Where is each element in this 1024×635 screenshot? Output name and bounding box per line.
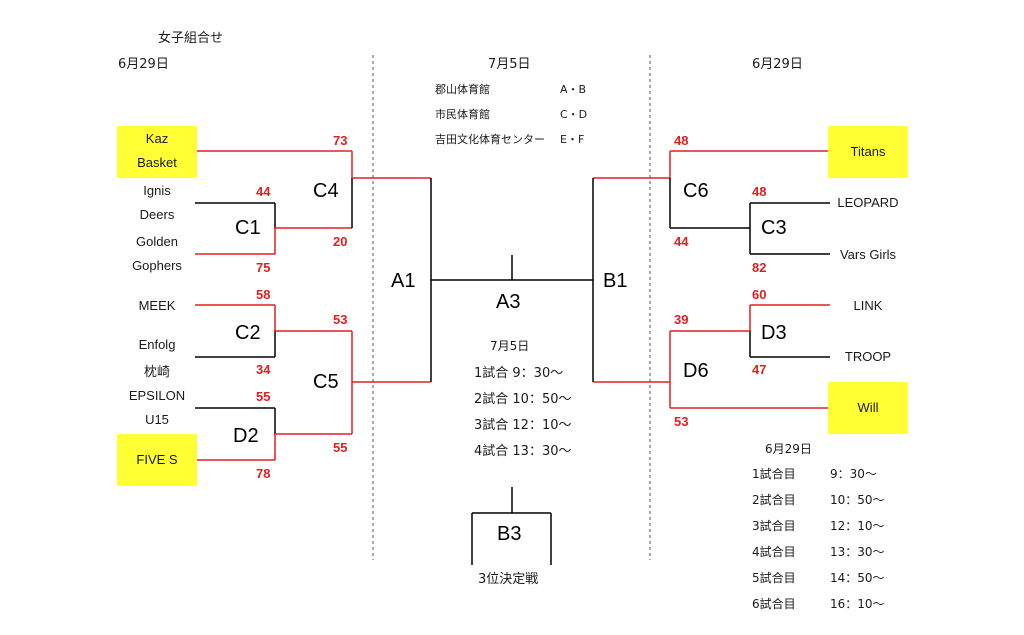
match-code: A3 bbox=[496, 291, 521, 313]
team-name: U15 bbox=[145, 412, 169, 427]
team-name: TROOP bbox=[844, 349, 892, 364]
team-highlight bbox=[828, 126, 908, 178]
score: 48 bbox=[752, 184, 767, 199]
team-name: Gophers bbox=[132, 258, 182, 273]
schedule-label: 1試合目 bbox=[752, 467, 796, 481]
venue-courts: A・B bbox=[560, 83, 587, 96]
team-name: Will bbox=[857, 400, 879, 415]
schedule-item: 4試合 13：30～ bbox=[474, 444, 572, 459]
schedule-label: 2試合目 bbox=[752, 493, 796, 507]
venue-courts: C・D bbox=[560, 108, 588, 121]
schedule-time: 13：30～ bbox=[830, 545, 885, 559]
left-date: 6月29日 bbox=[118, 57, 169, 72]
team-name: MEEK bbox=[138, 298, 176, 313]
schedule-label: 6試合目 bbox=[752, 597, 796, 611]
team-name: LEOPARD bbox=[837, 195, 899, 210]
score: 58 bbox=[256, 287, 271, 302]
match-code: A1 bbox=[391, 270, 416, 292]
team-highlight bbox=[828, 382, 908, 434]
third-place-label: 3位決定戦 bbox=[478, 572, 539, 587]
score: 73 bbox=[333, 133, 348, 148]
schedule-date: 7月5日 bbox=[490, 339, 530, 353]
score: 53 bbox=[333, 312, 348, 327]
match-code: D6 bbox=[683, 360, 709, 382]
team-highlight bbox=[117, 126, 197, 178]
team-name: EPSILON bbox=[128, 388, 186, 403]
score: 48 bbox=[674, 133, 689, 148]
team-name: 枕崎 bbox=[143, 364, 170, 379]
score: 78 bbox=[256, 466, 271, 481]
score: 75 bbox=[256, 260, 271, 275]
schedule-time: 10：50～ bbox=[830, 493, 885, 507]
score: 53 bbox=[674, 414, 689, 429]
schedule-time: 9：30～ bbox=[830, 467, 877, 481]
venue-name: 市民体育館 bbox=[435, 108, 490, 121]
match-code: C1 bbox=[235, 217, 261, 239]
team-name: Vars Girls bbox=[839, 247, 897, 262]
schedule-label: 4試合目 bbox=[752, 545, 796, 559]
score: 55 bbox=[256, 389, 271, 404]
schedule-item: 2試合 10：50～ bbox=[474, 392, 572, 407]
right-date: 6月29日 bbox=[752, 57, 803, 72]
venue-courts: E・F bbox=[560, 133, 585, 146]
match-code: D3 bbox=[761, 322, 787, 344]
score: 34 bbox=[256, 362, 271, 377]
match-code: D2 bbox=[233, 425, 259, 447]
match-code: B1 bbox=[603, 270, 628, 292]
schedule-time: 14：50～ bbox=[830, 571, 885, 585]
schedule-date: 6月29日 bbox=[765, 442, 812, 456]
team-name: FIVE S bbox=[136, 452, 178, 467]
schedule-label: 5試合目 bbox=[752, 571, 796, 585]
match-code: C5 bbox=[313, 371, 339, 393]
schedule-item: 3試合 12：10～ bbox=[474, 418, 572, 433]
page-title: 女子組合せ bbox=[158, 31, 224, 46]
center-date: 7月5日 bbox=[488, 57, 531, 72]
score: 60 bbox=[752, 287, 767, 302]
team-name: Basket bbox=[137, 155, 177, 170]
match-code: C4 bbox=[313, 180, 339, 202]
schedule-label: 3試合目 bbox=[752, 519, 796, 533]
score: 47 bbox=[752, 362, 767, 377]
score: 55 bbox=[333, 440, 348, 455]
score: 20 bbox=[333, 234, 348, 249]
team-highlight bbox=[117, 434, 197, 486]
match-code: C3 bbox=[761, 217, 787, 239]
match-code: C2 bbox=[235, 322, 261, 344]
schedule-time: 16：10～ bbox=[830, 597, 885, 611]
score: 44 bbox=[256, 184, 271, 199]
venue-name: 郡山体育館 bbox=[435, 83, 490, 96]
match-code: B3 bbox=[497, 523, 522, 545]
schedule-time: 12：10～ bbox=[830, 519, 885, 533]
team-name: LINK bbox=[853, 298, 883, 313]
venue-name: 吉田文化体育センター bbox=[435, 133, 545, 146]
team-name: Ignis bbox=[143, 183, 171, 198]
score: 82 bbox=[752, 260, 767, 275]
team-name: Titans bbox=[850, 144, 886, 159]
schedule-item: 1試合 9：30～ bbox=[474, 366, 564, 381]
match-code: C6 bbox=[683, 180, 709, 202]
team-name: Deers bbox=[139, 207, 175, 222]
score: 39 bbox=[674, 312, 689, 327]
team-name: Kaz bbox=[145, 131, 169, 146]
team-name: Golden bbox=[136, 234, 178, 249]
team-name: Enfolg bbox=[138, 337, 176, 352]
score: 44 bbox=[674, 234, 689, 249]
